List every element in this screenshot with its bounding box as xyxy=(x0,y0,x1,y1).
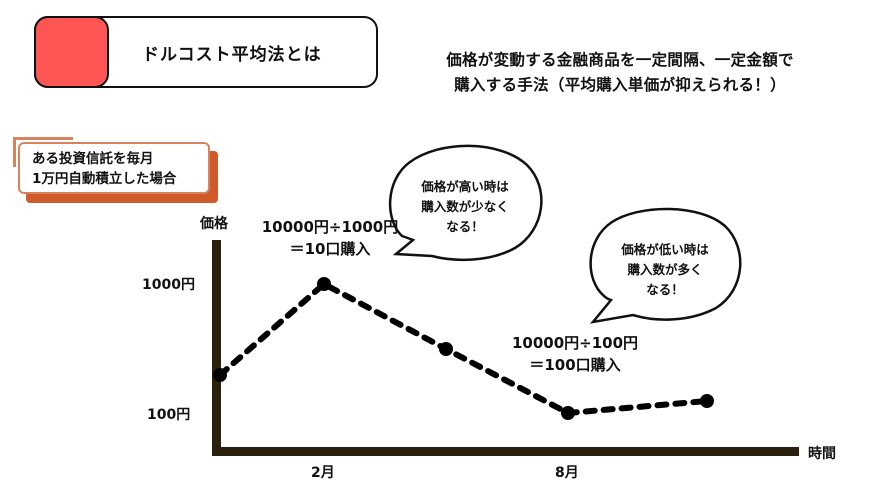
x-axis-label: 時間 xyxy=(808,446,836,462)
y-axis xyxy=(212,240,221,456)
high-price-calculation: 10000円÷1000円 ＝10口購入 xyxy=(245,216,415,260)
point-marker xyxy=(700,394,714,408)
speech-bubble-high xyxy=(389,144,543,262)
x-tick-aug: 8月 xyxy=(555,465,579,481)
low-price-calculation: 10000円÷100円 ＝100口購入 xyxy=(495,332,655,376)
point-marker xyxy=(439,342,453,356)
description-line-2: 購入する手法（平均購入単価が抑えられる！） xyxy=(454,76,786,94)
low-calc-line-2: ＝100口購入 xyxy=(529,356,621,374)
bubble-low-line-2: 購入数が多く xyxy=(627,262,703,277)
example-card xyxy=(18,142,210,194)
example-card-accent-vertical xyxy=(13,137,16,167)
bubble-high-line-2: 購入数が少なく xyxy=(421,199,509,214)
low-calc-line-1: 10000円÷100円 xyxy=(511,334,639,352)
bubble-low-text: 価格が低い時は 購入数が多く なる！ xyxy=(600,240,730,300)
bubble-low-line-1: 価格が低い時は xyxy=(621,242,709,257)
bubble-high-line-3: なる！ xyxy=(446,219,484,234)
point-marker-8月 xyxy=(561,406,575,420)
bubble-high-text: 価格が高い時は 購入数が少なく なる！ xyxy=(400,177,530,237)
speech-bubble-low xyxy=(589,207,742,324)
example-card-line-1: ある投資信託を毎月 xyxy=(32,151,154,167)
point-marker-2月 xyxy=(317,277,331,291)
bubble-high-line-1: 価格が高い時は xyxy=(421,179,509,194)
high-calc-line-2: ＝10口購入 xyxy=(289,240,371,258)
x-axis xyxy=(212,447,799,456)
point-marker xyxy=(213,368,227,382)
description-line-1: 価格が変動する金融商品を一定間隔、一定金額で xyxy=(446,51,794,69)
y-tick-100: 100円 xyxy=(147,407,191,423)
example-card-accent xyxy=(13,137,73,140)
y-tick-1000: 1000円 xyxy=(142,277,195,293)
title-color-swatch xyxy=(34,16,109,88)
high-calc-line-1: 10000円÷1000円 xyxy=(261,218,399,236)
example-card-text: ある投資信託を毎月 1万円自動積立した場合 xyxy=(32,149,176,189)
example-card-line-2: 1万円自動積立した場合 xyxy=(32,171,177,187)
description: 価格が変動する金融商品を一定間隔、一定金額で 購入する手法（平均購入単価が抑えら… xyxy=(405,48,835,98)
x-tick-feb: 2月 xyxy=(311,465,335,481)
bubble-low-line-3: なる！ xyxy=(646,282,684,297)
page-title: ドルコスト平均法とは xyxy=(142,45,322,65)
y-axis-label: 価格 xyxy=(200,216,228,232)
